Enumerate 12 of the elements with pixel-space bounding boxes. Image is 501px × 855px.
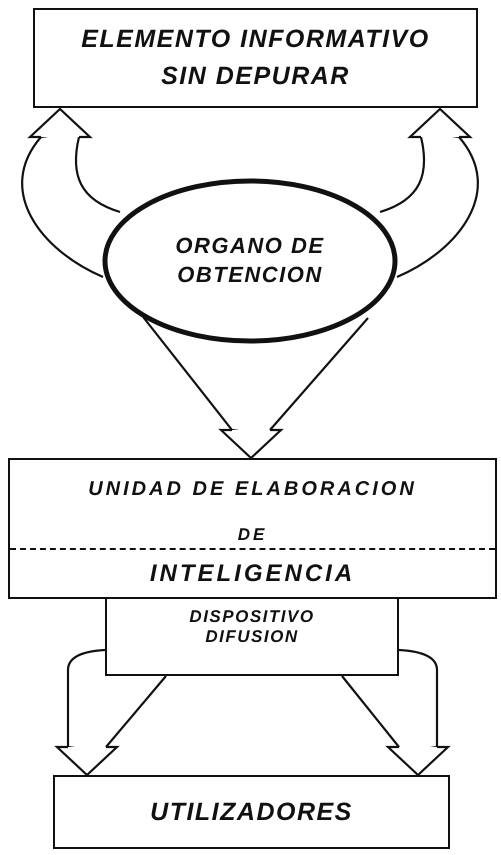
target-box xyxy=(53,775,450,849)
source-box xyxy=(33,8,478,108)
node-label: UTILIZADORES xyxy=(150,798,353,826)
node-label: INTELIGENCIA xyxy=(148,560,356,588)
process-ellipse xyxy=(102,178,398,344)
node-label: DISPOSITIVO DIFUSION xyxy=(188,606,316,646)
process-box xyxy=(8,458,497,599)
node-label: UNIDAD DE ELABORACION xyxy=(87,478,418,501)
node-label: ORGANO DE OBTENCION xyxy=(174,232,326,289)
process-box xyxy=(105,597,399,676)
node-label: DE xyxy=(236,525,268,545)
node-label: ELEMENTO INFORMATIVO SIN DEPURAR xyxy=(80,24,431,92)
